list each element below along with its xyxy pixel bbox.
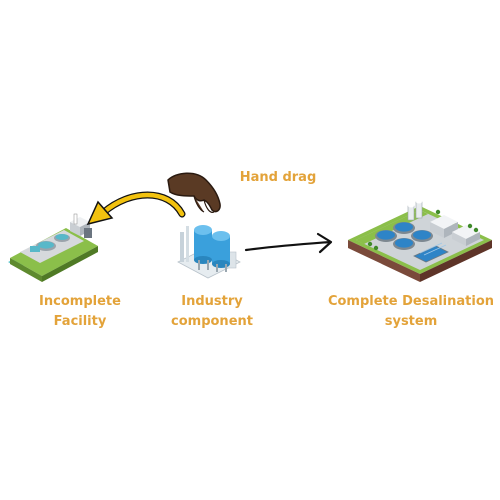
complete-system-line-1: Complete Desalination — [327, 294, 495, 309]
complete-desalination-plant-icon — [348, 200, 492, 282]
incomplete-facility-line-1: Incomplete — [39, 294, 121, 309]
incomplete-facility-icon — [8, 213, 98, 282]
black-arrow — [244, 232, 333, 254]
industry-component-line-1: Industry — [181, 294, 243, 309]
incomplete-facility-line-2: Facility — [53, 314, 107, 329]
yellow-curved-arrow — [86, 191, 186, 226]
hand-drag-text: Hand drag — [239, 170, 317, 185]
industry-component-icon — [177, 225, 241, 279]
hand-icon — [167, 172, 221, 213]
industry-component-line-2: component — [171, 314, 253, 329]
incomplete-facility-label: Incomplete Facility — [24, 292, 136, 332]
complete-system-label: Complete Desalination system — [322, 292, 500, 332]
industry-component-label: Industry component — [160, 292, 264, 332]
complete-system-line-2: system — [384, 314, 438, 329]
hand-drag-label: Hand drag — [228, 168, 328, 188]
